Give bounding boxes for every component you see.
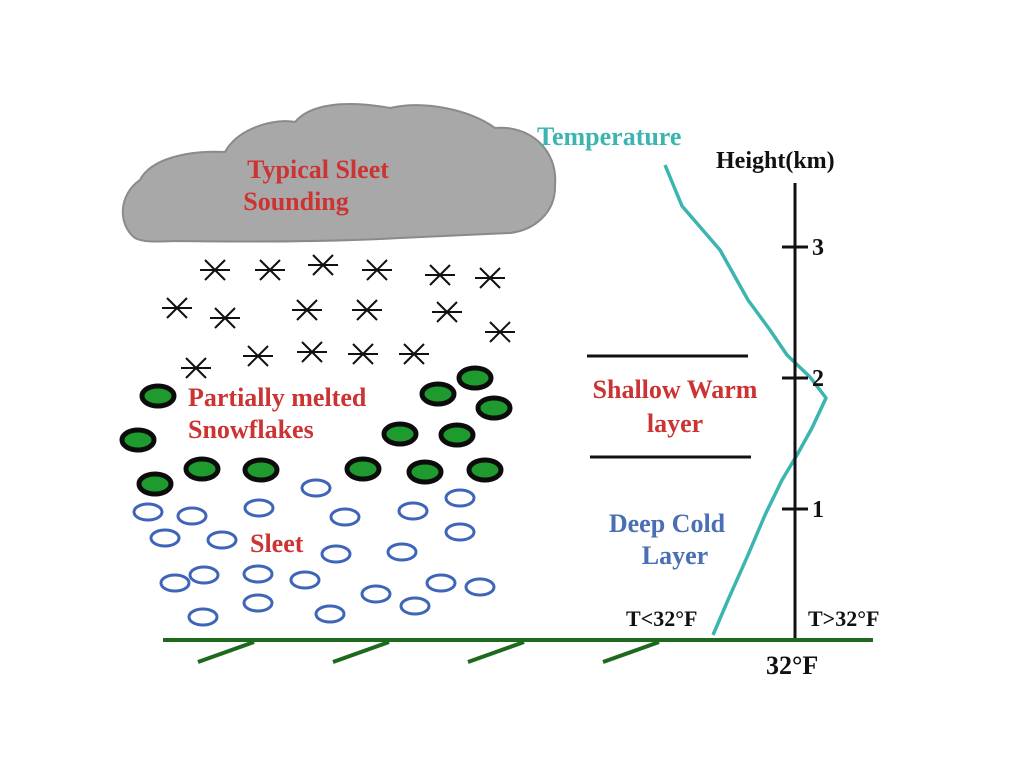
- melted-snowflake-icon: [119, 427, 157, 453]
- cloud-title-line2: Sounding: [243, 187, 349, 216]
- sleet-pellet-icon: [425, 573, 457, 593]
- snowflake-icon: [292, 299, 322, 321]
- sleet-pellet-icon: [464, 577, 496, 597]
- deep-cold-label-line2: Layer: [642, 541, 708, 570]
- height-tick-label: 2: [812, 366, 824, 392]
- snowflake-icon: [399, 343, 429, 365]
- sleet-pellet-icon: [243, 498, 275, 518]
- snowflake-icon: [297, 341, 327, 363]
- sleet-pellet-icon: [300, 478, 332, 498]
- ground-hatch-mark: [602, 640, 660, 664]
- melted-snowflake-icon: [466, 457, 504, 483]
- melted-snowflake-icon: [242, 457, 280, 483]
- snowflake-icon: [181, 357, 211, 379]
- melted-snowflake-icon: [475, 395, 513, 421]
- height-axis-ticks: 3 2 1: [782, 235, 824, 523]
- melted-snowflake-icon: [344, 456, 382, 482]
- ground-hatch-mark: [467, 640, 525, 664]
- snowflakes-group: [162, 254, 515, 379]
- partially-melted-label-line2: Snowflakes: [188, 415, 314, 444]
- melted-snowflake-icon: [381, 421, 419, 447]
- above-freezing-label: T>32°F: [808, 606, 879, 631]
- sleet-pellet-icon: [149, 528, 181, 548]
- snowflake-icon: [432, 301, 462, 323]
- snowflake-icon: [362, 259, 392, 281]
- ground-hatch-mark: [332, 640, 390, 664]
- snowflake-icon: [475, 267, 505, 289]
- sleet-pellet-icon: [444, 522, 476, 542]
- sleet-label: Sleet: [250, 529, 304, 558]
- snowflake-icon: [308, 254, 338, 276]
- sleet-pellet-icon: [444, 488, 476, 508]
- sleet-pellets-group: [132, 478, 496, 627]
- sleet-pellet-icon: [320, 544, 352, 564]
- sleet-pellet-icon: [329, 507, 361, 527]
- melted-snowflake-icon: [456, 365, 494, 391]
- sleet-pellet-icon: [187, 607, 219, 627]
- ground-hatch-mark: [197, 640, 255, 664]
- melted-snowflakes-group: [119, 365, 513, 497]
- sleet-pellet-icon: [314, 604, 346, 624]
- sleet-pellet-icon: [159, 573, 191, 593]
- partially-melted-label-line1: Partially melted: [188, 383, 367, 412]
- snowflake-icon: [243, 345, 273, 367]
- below-freezing-label: T<32°F: [626, 606, 697, 631]
- sleet-pellet-icon: [188, 565, 220, 585]
- sleet-pellet-icon: [399, 596, 431, 616]
- sleet-pellet-icon: [360, 584, 392, 604]
- melted-snowflake-icon: [406, 459, 444, 485]
- temperature-label: Temperature: [537, 122, 681, 151]
- sleet-pellet-icon: [397, 501, 429, 521]
- sleet-pellet-icon: [242, 593, 274, 613]
- snowflake-icon: [255, 259, 285, 281]
- sleet-pellet-icon: [176, 506, 208, 526]
- height-tick-label: 3: [812, 235, 824, 261]
- temperature-profile-line: [663, 164, 828, 636]
- snowflake-icon: [485, 321, 515, 343]
- snowflake-icon: [425, 264, 455, 286]
- snowflake-icon: [162, 297, 192, 319]
- snowflake-icon: [348, 343, 378, 365]
- melted-snowflake-icon: [139, 383, 177, 409]
- melted-snowflake-icon: [438, 422, 476, 448]
- snowflake-icon: [210, 307, 240, 329]
- height-tick-label: 1: [812, 497, 824, 523]
- sleet-pellet-icon: [386, 542, 418, 562]
- shallow-warm-label-line1: Shallow Warm: [593, 375, 758, 404]
- sleet-pellet-icon: [132, 502, 164, 522]
- snowflake-icon: [352, 299, 382, 321]
- sleet-pellet-icon: [242, 564, 274, 584]
- melted-snowflake-icon: [419, 381, 457, 407]
- cloud-title-line1: Typical Sleet: [247, 155, 389, 184]
- sleet-pellet-icon: [289, 570, 321, 590]
- cloud-shape: [121, 103, 557, 243]
- melted-snowflake-icon: [183, 456, 221, 482]
- freezing-point-label: 32°F: [766, 651, 818, 680]
- height-axis-label: Height(km): [716, 148, 835, 174]
- deep-cold-label-line1: Deep Cold: [609, 509, 726, 538]
- sleet-pellet-icon: [206, 530, 238, 550]
- melted-snowflake-icon: [136, 471, 174, 497]
- ground-hatches: [197, 640, 660, 664]
- shallow-warm-label-line2: layer: [647, 409, 703, 438]
- snowflake-icon: [200, 259, 230, 281]
